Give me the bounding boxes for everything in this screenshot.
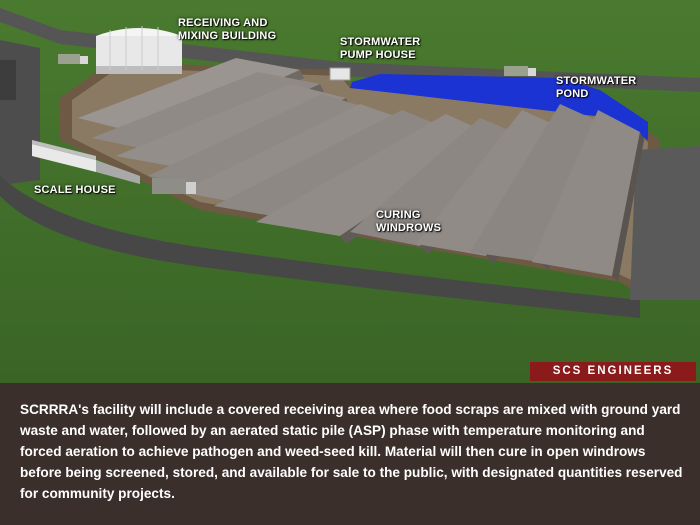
right-pad: [630, 146, 700, 300]
label-receiving-building: RECEIVING AND MIXING BUILDING: [178, 17, 277, 42]
label-stormwater-pond: STORMWATER POND: [556, 75, 637, 100]
receiving-building: [96, 26, 182, 74]
windrows: [78, 58, 644, 282]
scale-house-structure: [32, 140, 140, 184]
label-curing-windrows: CURING WINDROWS: [376, 209, 442, 234]
stormwater-pond: [350, 74, 648, 140]
left-bins: [0, 60, 16, 100]
label-pump-house: STORMWATER PUMP HOUSE: [340, 36, 421, 61]
caption-panel: SCRRRA's facility will include a covered…: [0, 383, 700, 525]
truck-front: [152, 178, 196, 194]
truck-back-left: [58, 54, 88, 64]
site-drawing: [0, 0, 700, 383]
caption-text: SCRRRA's facility will include a covered…: [20, 402, 683, 501]
label-scale-house: SCALE HOUSE: [34, 184, 116, 196]
access-road: [0, 176, 640, 318]
truck-back-right: [504, 66, 536, 76]
brand-badge: SCS ENGINEERS: [530, 362, 696, 381]
pump-house: [329, 67, 351, 81]
site-illustration: RECEIVING AND MIXING BUILDING STORMWATER…: [0, 0, 700, 383]
